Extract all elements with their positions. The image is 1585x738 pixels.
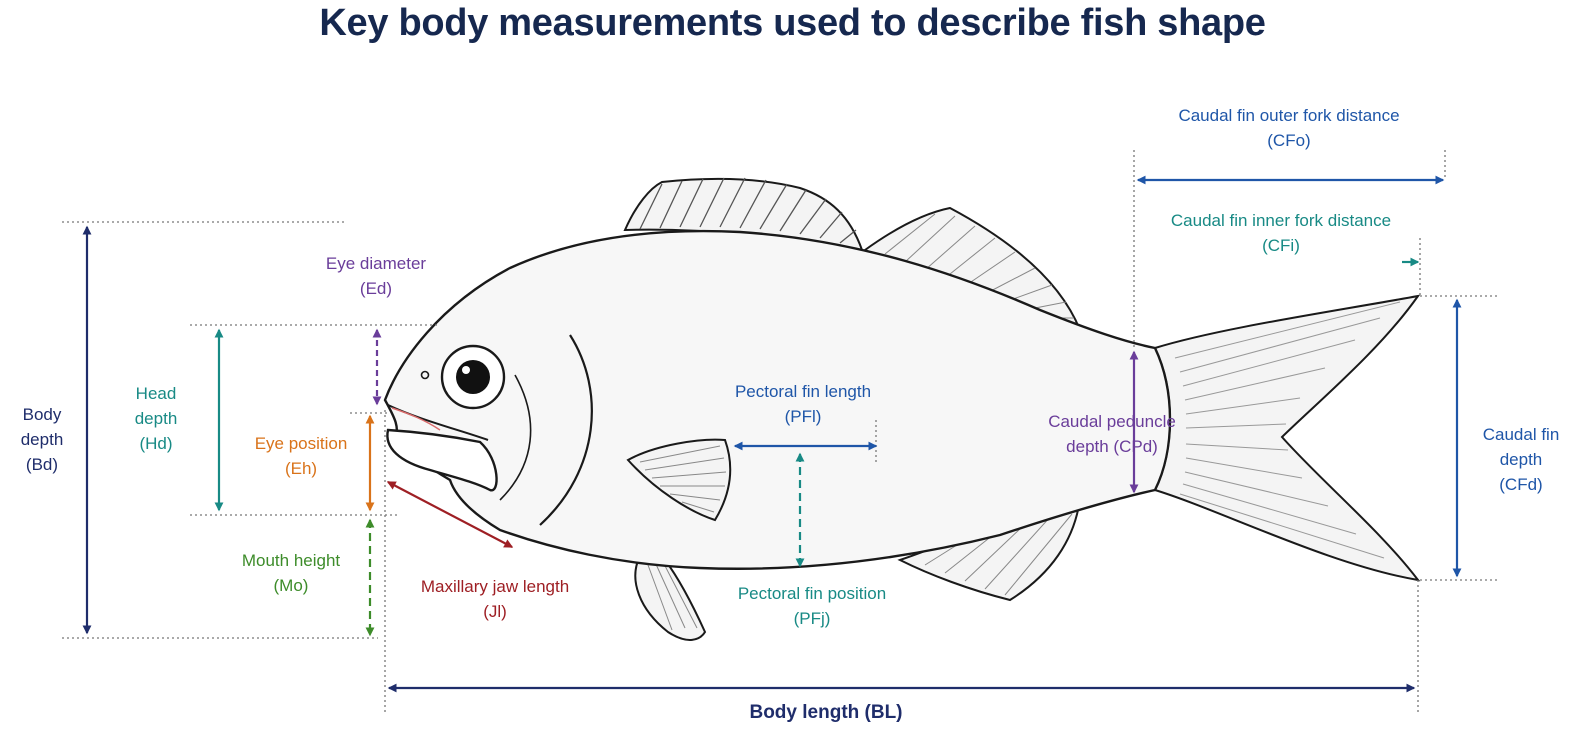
label-line: Eye diameter xyxy=(325,254,427,273)
label-body-depth: Body depth (Bd) xyxy=(21,402,64,477)
label-peduncle-depth: Caudal peduncle depth (CPd) xyxy=(1048,409,1176,459)
label-line: depth xyxy=(1499,450,1543,469)
mouth-lip-highlight xyxy=(391,407,441,431)
label-mouth-height: Mouth height (Mo) xyxy=(242,548,340,598)
guide-lines xyxy=(62,150,1500,712)
label-line: (PFj) xyxy=(793,609,831,628)
spiny-dorsal-rays xyxy=(639,177,857,244)
label-line: (CFd) xyxy=(1499,475,1543,494)
label-head-depth: Head depth (Hd) xyxy=(135,381,178,456)
eye-highlight xyxy=(462,366,470,374)
label-line: Pectoral fin length xyxy=(734,382,872,401)
pelvic-fin-rays xyxy=(647,559,698,631)
label-line: (Ed) xyxy=(359,279,393,298)
caudal-fin-rays xyxy=(1174,301,1401,559)
label-line: Head xyxy=(135,384,177,403)
operculum-line xyxy=(539,334,593,526)
label-line: Caudal fin inner fork distance xyxy=(1170,211,1392,230)
label-line: Eye position xyxy=(254,434,348,453)
label-line: (PFl) xyxy=(784,407,822,426)
label-inner-fork: Caudal fin inner fork distance (CFi) xyxy=(1171,208,1391,258)
label-line: Maxillary jaw length xyxy=(420,577,570,596)
caudal-fin xyxy=(1153,294,1421,582)
label-pectoral-position: Pectoral fin position (PFj) xyxy=(738,581,886,631)
label-line: depth xyxy=(20,430,64,449)
label-body-length: Body length (BL) xyxy=(749,700,902,725)
label-line: Mouth height xyxy=(241,551,341,570)
label-line: (Mo) xyxy=(273,576,309,595)
page-title: Key body measurements used to describe f… xyxy=(319,2,1266,44)
label-eye-diameter: Eye diameter (Ed) xyxy=(326,251,426,301)
label-line: (CFi) xyxy=(1262,236,1300,255)
label-line: Body length (BL) xyxy=(749,702,903,723)
fish-drawing xyxy=(383,177,1421,641)
arrow-jaw-length xyxy=(386,481,514,548)
label-line: depth (CPd) xyxy=(1066,437,1158,456)
label-jaw-length: Maxillary jaw length (Jl) xyxy=(421,574,569,624)
label-line: Body xyxy=(22,405,62,424)
label-line: (CFo) xyxy=(1267,131,1311,150)
label-line: (Eh) xyxy=(284,459,318,478)
eye-pupil xyxy=(456,360,490,394)
label-line: Caudal peduncle xyxy=(1048,412,1176,431)
label-eye-position: Eye position (Eh) xyxy=(255,431,348,481)
label-line: Caudal fin outer fork distance xyxy=(1178,106,1400,125)
label-caudal-depth: Caudal fin depth (CFd) xyxy=(1483,422,1560,497)
nostril xyxy=(420,370,430,380)
label-outer-fork: Caudal fin outer fork distance (CFo) xyxy=(1178,103,1399,153)
measurement-arrows xyxy=(82,175,1462,693)
label-pectoral-length: Pectoral fin length (PFl) xyxy=(735,379,871,429)
label-line: (Hd) xyxy=(139,434,173,453)
label-line: (Bd) xyxy=(25,455,59,474)
label-line: Pectoral fin position xyxy=(737,584,887,603)
pectoral-fin-rays xyxy=(639,445,727,513)
label-line: Caudal fin xyxy=(1482,425,1560,444)
label-line: depth xyxy=(134,409,178,428)
label-line: (Jl) xyxy=(483,602,507,621)
